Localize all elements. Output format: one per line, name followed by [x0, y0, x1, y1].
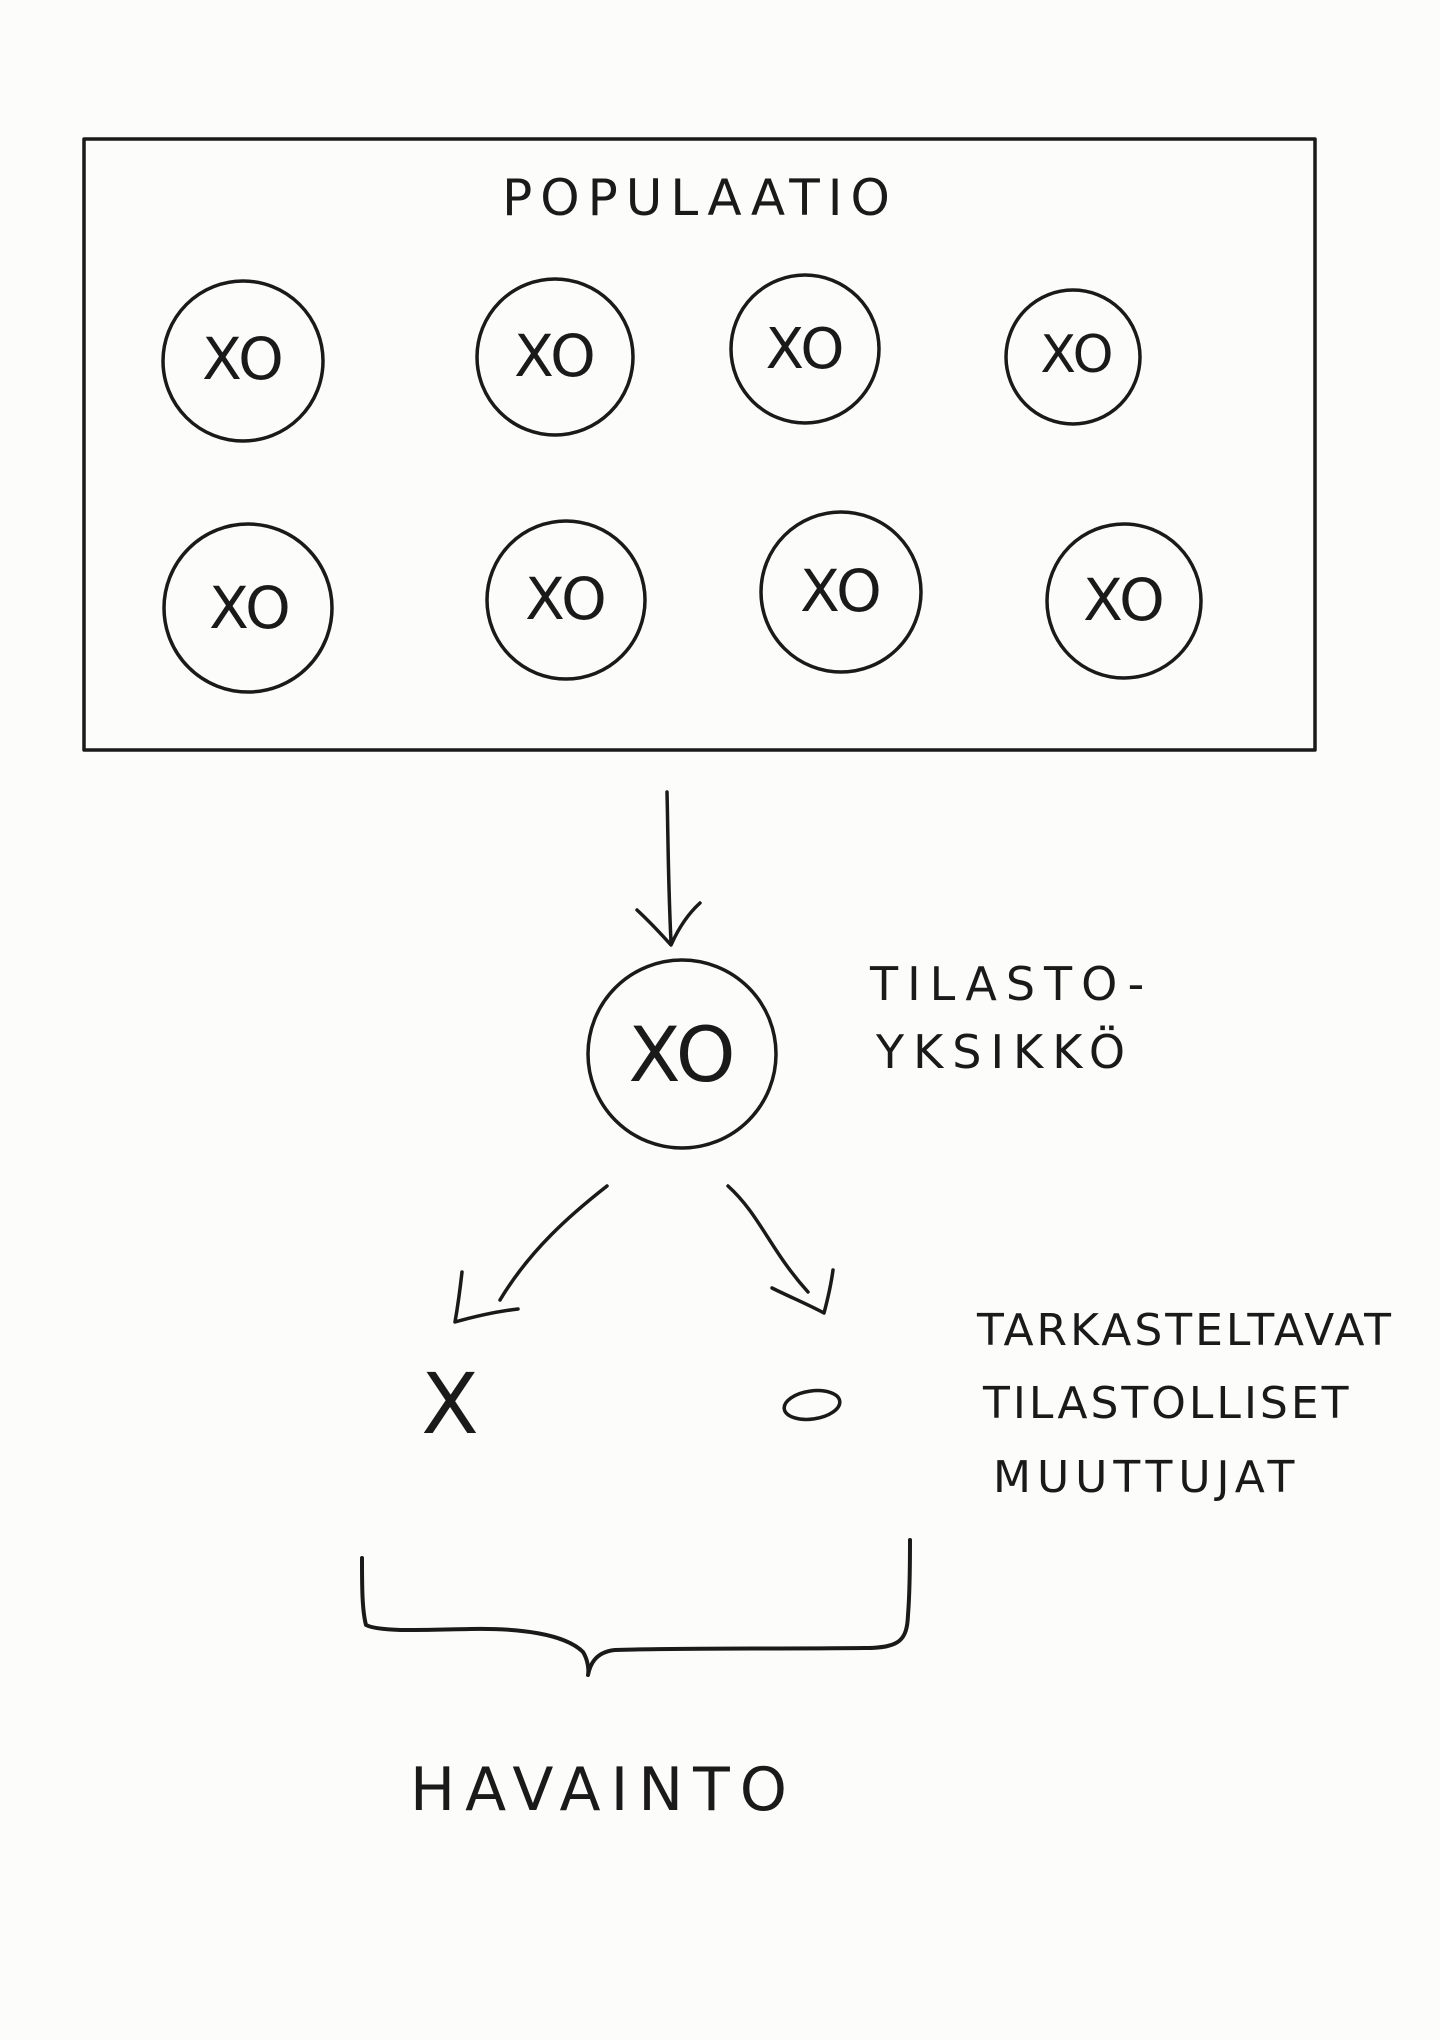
- variable-o-shape: [782, 1388, 842, 1422]
- arrow-to-o: [726, 1184, 835, 1315]
- observation-label: HAVAINTO: [410, 1755, 797, 1825]
- unit-label: XO: [514, 322, 596, 390]
- arrow-to-x: [453, 1184, 609, 1324]
- population-unit-5: XO: [162, 522, 334, 694]
- sampling-arrow-shaft: [665, 790, 673, 944]
- variables-caption-line-2: TILASTOLLISET: [982, 1378, 1352, 1429]
- unit-circle: [475, 277, 635, 437]
- unit-circle: [161, 279, 325, 443]
- population-unit-7: XO: [759, 510, 923, 674]
- arrow-to-x-head: [453, 1270, 520, 1324]
- unit-circle: [1004, 288, 1142, 426]
- unit-label: XO: [1040, 325, 1113, 385]
- population-title: POPULAATIO: [502, 169, 898, 227]
- population-unit-2: XO: [475, 277, 635, 437]
- unit-caption-line-2: YKSIKKÖ: [875, 1025, 1134, 1079]
- unit-circle: [759, 510, 923, 674]
- unit-label: XO: [202, 325, 284, 393]
- unit-label: XO: [525, 565, 607, 633]
- unit-circle: [1045, 522, 1203, 680]
- arrow-to-o-shaft: [726, 1184, 810, 1294]
- sampling-arrow: [635, 790, 702, 947]
- unit-label: XO: [800, 557, 882, 625]
- unit-circle: [729, 273, 881, 425]
- statistical-unit-circle: [586, 958, 778, 1150]
- unit-label: XO: [1083, 566, 1165, 634]
- unit-label: XO: [766, 317, 845, 382]
- variables-caption-line-3: MUUTTUJAT: [993, 1452, 1300, 1503]
- arrow-to-o-head: [770, 1268, 835, 1315]
- population-unit-8: XO: [1045, 522, 1203, 680]
- population-unit-6: XO: [485, 519, 647, 681]
- sampling-arrow-head: [635, 901, 702, 947]
- population-box: [82, 137, 1317, 752]
- population-unit-1: XO: [161, 279, 325, 443]
- variable-x: X: [421, 1355, 479, 1453]
- observation-brace: [360, 1538, 912, 1677]
- unit-caption-line-1: TILASTO-: [869, 957, 1153, 1011]
- population-unit-3: XO: [729, 273, 881, 425]
- unit-label: XO: [209, 574, 291, 642]
- variables-caption-line-1: TARKASTELTAVAT: [976, 1305, 1394, 1356]
- arrow-to-x-shaft: [498, 1184, 609, 1302]
- variable-o: O: [812, 1424, 813, 1426]
- population-unit-4: XO: [1004, 288, 1142, 426]
- unit-circle: [162, 522, 334, 694]
- statistical-unit: XO: [586, 958, 778, 1150]
- unit-circle: [485, 519, 647, 681]
- statistical-unit-label: XO: [628, 1010, 735, 1099]
